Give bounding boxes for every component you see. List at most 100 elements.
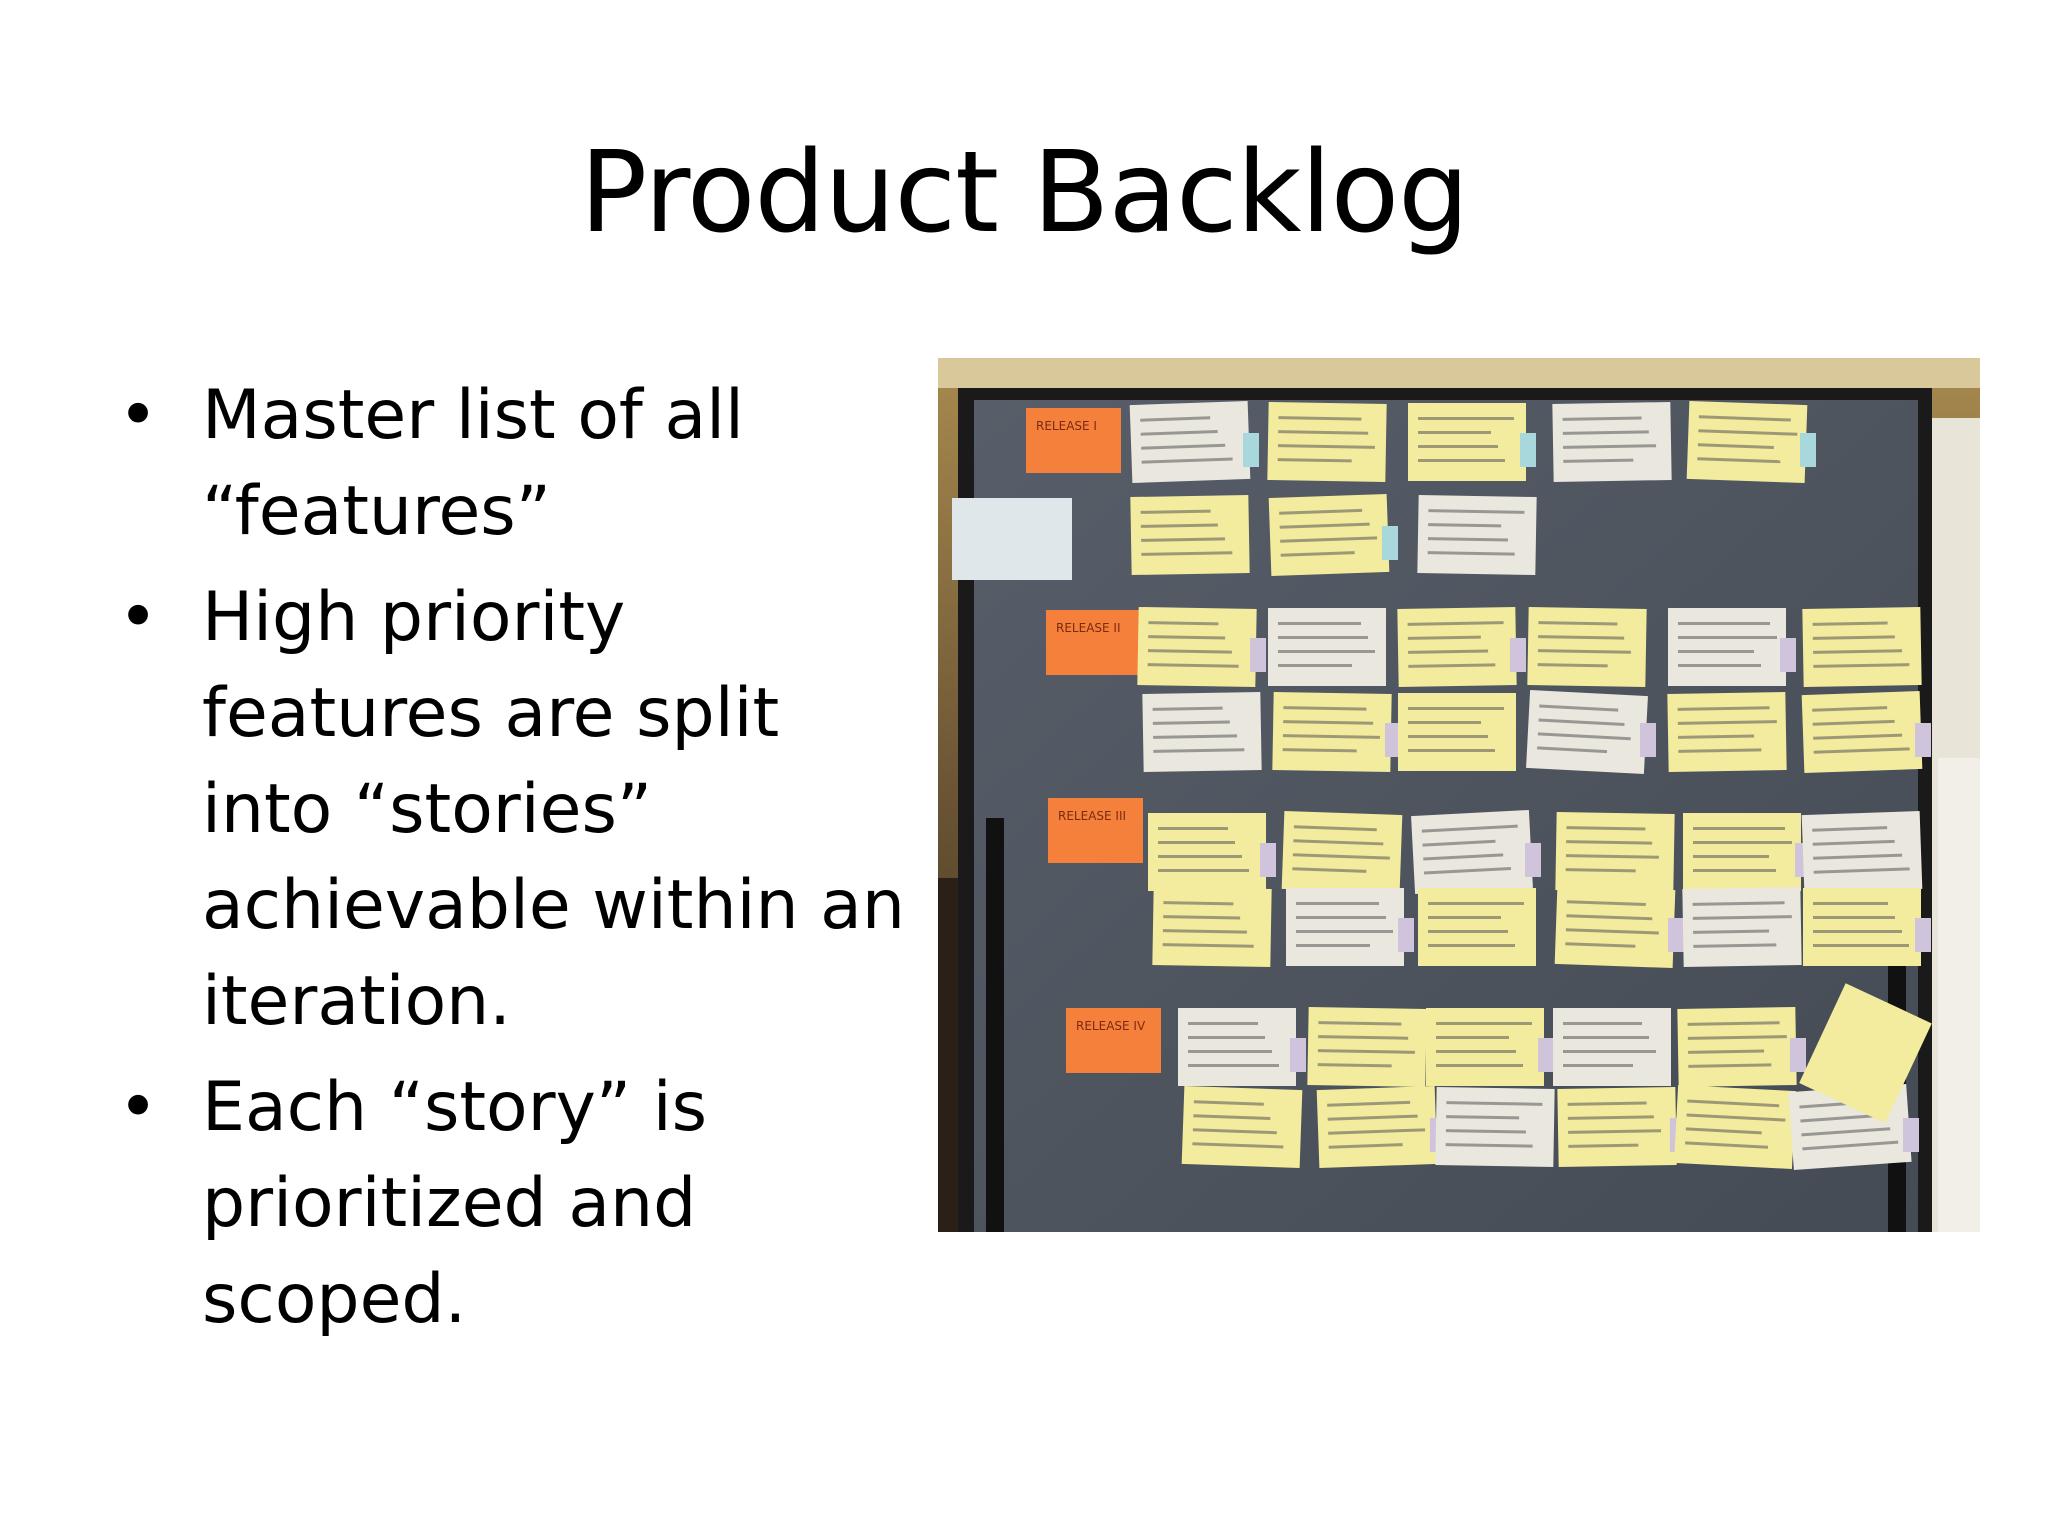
card-handwriting bbox=[1813, 867, 1910, 874]
card-handwriting bbox=[1539, 704, 1619, 712]
slide-title: Product Backlog bbox=[579, 128, 1470, 258]
card-handwriting bbox=[1282, 734, 1380, 739]
card-handwriting bbox=[1421, 824, 1518, 833]
card-handwriting bbox=[1158, 869, 1249, 872]
card-handwriting bbox=[1801, 1127, 1891, 1137]
card-handwriting bbox=[1812, 621, 1888, 626]
story-card bbox=[1286, 888, 1404, 966]
card-handwriting bbox=[1162, 943, 1254, 948]
card-tab bbox=[1915, 918, 1931, 952]
card-handwriting bbox=[1423, 866, 1511, 875]
card-handwriting bbox=[1153, 734, 1238, 739]
card-handwriting bbox=[1813, 649, 1903, 654]
card-handwriting bbox=[1813, 663, 1910, 668]
card-handwriting bbox=[1428, 509, 1525, 514]
bullet-item: • Master list of all “features” bbox=[118, 368, 918, 560]
card-handwriting bbox=[1677, 720, 1777, 725]
story-card bbox=[1307, 1006, 1427, 1088]
story-card bbox=[1674, 1084, 1796, 1170]
card-handwriting bbox=[1565, 942, 1636, 948]
card-handwriting bbox=[1283, 720, 1374, 725]
card-handwriting bbox=[1278, 622, 1361, 625]
card-handwriting bbox=[1422, 839, 1496, 847]
story-card bbox=[1152, 886, 1272, 968]
card-handwriting bbox=[1813, 902, 1888, 905]
story-card bbox=[1281, 810, 1403, 894]
story-card bbox=[1686, 400, 1808, 484]
card-handwriting bbox=[1428, 916, 1501, 919]
card-handwriting bbox=[1296, 944, 1370, 947]
card-handwriting bbox=[1292, 867, 1367, 873]
card-handwriting bbox=[1428, 930, 1508, 933]
card-handwriting bbox=[1678, 664, 1761, 667]
card-tab bbox=[1538, 1038, 1554, 1072]
story-card bbox=[1677, 1006, 1797, 1088]
card-handwriting bbox=[1327, 1114, 1418, 1121]
story-card bbox=[1527, 606, 1647, 688]
card-handwriting bbox=[1188, 1064, 1279, 1067]
card-handwriting bbox=[1565, 868, 1636, 873]
card-handwriting bbox=[1408, 663, 1496, 668]
card-handwriting bbox=[1563, 458, 1634, 463]
story-card bbox=[1801, 690, 1923, 774]
card-handwriting bbox=[1538, 621, 1618, 626]
story-card bbox=[1417, 494, 1537, 576]
card-handwriting bbox=[1687, 1099, 1780, 1108]
card-handwriting bbox=[1568, 1143, 1639, 1148]
card-handwriting bbox=[1293, 825, 1377, 832]
card-handwriting bbox=[1693, 869, 1776, 872]
card-handwriting bbox=[1188, 1036, 1265, 1039]
card-tab bbox=[1250, 638, 1266, 672]
card-handwriting bbox=[1279, 508, 1363, 515]
card-handwriting bbox=[1418, 445, 1498, 448]
card-handwriting bbox=[1408, 735, 1488, 738]
card-handwriting bbox=[1318, 1035, 1409, 1040]
card-handwriting bbox=[1162, 929, 1247, 934]
bullet-text: Each “story” is prioritized and scoped. bbox=[202, 1068, 708, 1339]
card-handwriting bbox=[1158, 841, 1235, 844]
card-handwriting bbox=[1677, 706, 1770, 711]
card-handwriting bbox=[1446, 1101, 1543, 1106]
card-handwriting bbox=[1163, 901, 1234, 906]
card-tab bbox=[1800, 433, 1816, 467]
story-card bbox=[1667, 691, 1787, 773]
card-handwriting bbox=[1282, 748, 1357, 753]
card-handwriting bbox=[1428, 902, 1524, 905]
card-handwriting bbox=[1436, 1036, 1509, 1039]
card-handwriting bbox=[1277, 458, 1352, 463]
card-handwriting bbox=[1278, 664, 1352, 667]
card-handwriting bbox=[1812, 706, 1888, 712]
card-handwriting bbox=[1158, 827, 1228, 830]
card-tab bbox=[1780, 638, 1796, 672]
card-handwriting bbox=[1686, 1113, 1786, 1122]
story-card bbox=[1129, 400, 1251, 484]
card-handwriting bbox=[1418, 431, 1491, 434]
card-handwriting bbox=[1193, 1100, 1264, 1106]
story-card bbox=[1142, 691, 1262, 773]
card-handwriting bbox=[1538, 635, 1625, 640]
card-tab bbox=[1520, 433, 1536, 467]
card-handwriting bbox=[1537, 732, 1631, 741]
story-card bbox=[1418, 888, 1536, 966]
bullet-text: High priority features are split into “s… bbox=[202, 578, 905, 1041]
card-tab bbox=[1510, 638, 1526, 672]
card-handwriting bbox=[1436, 1022, 1532, 1025]
card-handwriting bbox=[1278, 636, 1368, 639]
card-handwriting bbox=[1538, 718, 1625, 726]
card-handwriting bbox=[1153, 748, 1245, 753]
release-label-text: RELEASE I bbox=[1036, 419, 1097, 433]
story-card bbox=[1552, 401, 1672, 483]
card-handwriting bbox=[1148, 635, 1226, 640]
card-handwriting bbox=[1418, 459, 1505, 462]
card-handwriting bbox=[1566, 914, 1653, 921]
card-handwriting bbox=[1692, 915, 1792, 920]
card-handwriting bbox=[1678, 650, 1754, 653]
card-handwriting bbox=[1688, 1063, 1772, 1068]
card-handwriting bbox=[1685, 1141, 1769, 1149]
card-handwriting bbox=[1147, 649, 1232, 654]
card-handwriting bbox=[1140, 509, 1211, 514]
story-card bbox=[1267, 401, 1387, 483]
card-handwriting bbox=[1693, 943, 1777, 948]
